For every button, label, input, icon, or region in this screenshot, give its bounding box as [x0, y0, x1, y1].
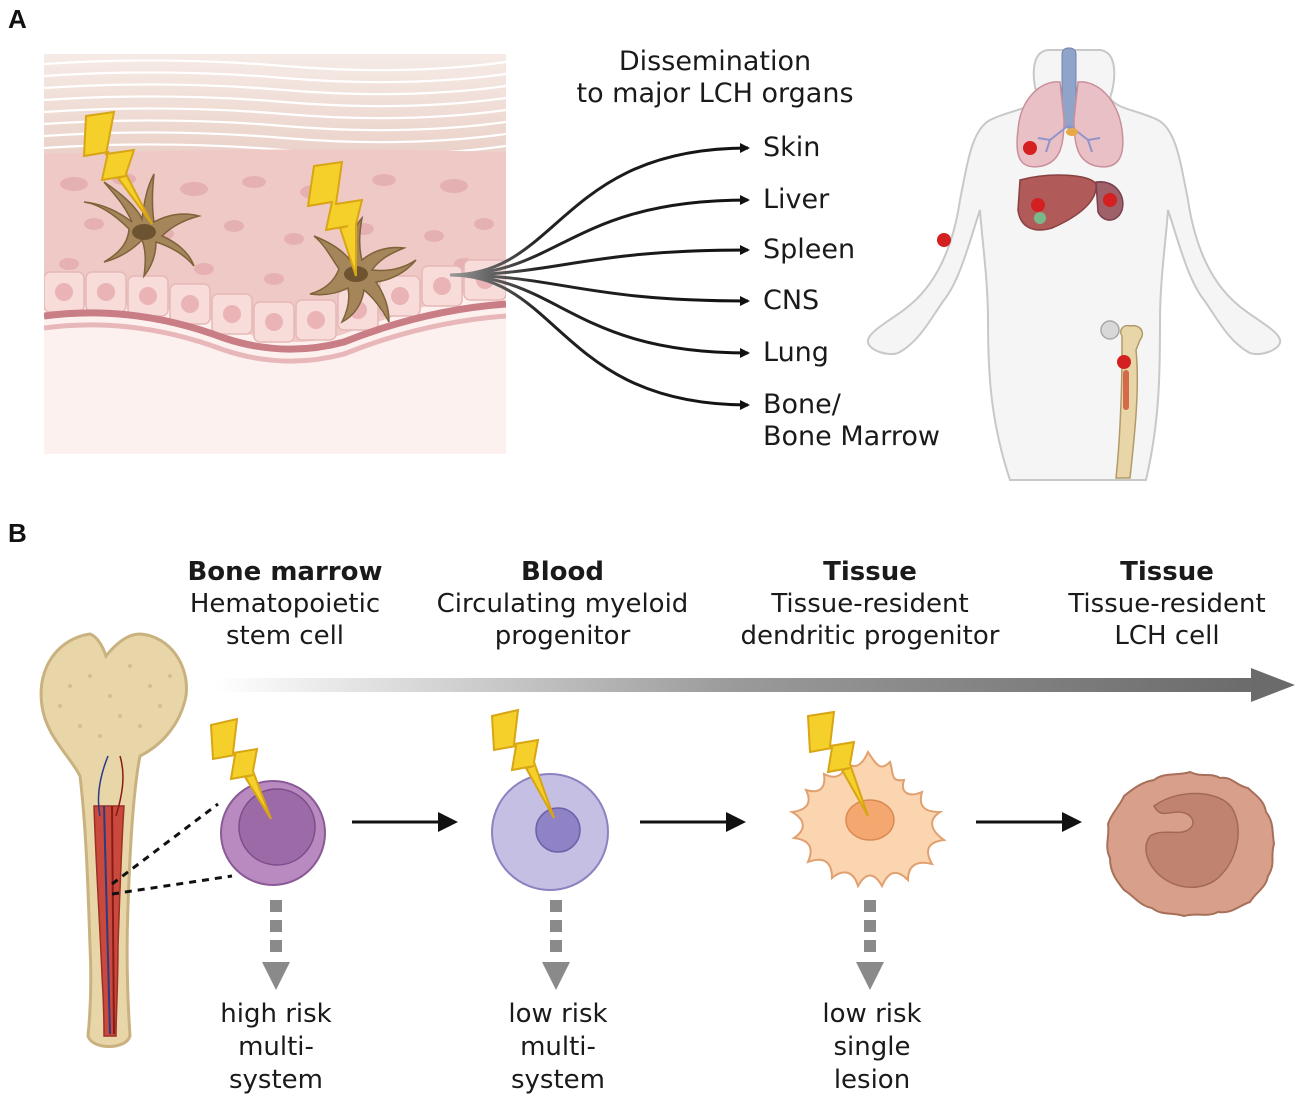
- step-arrow-3: [976, 812, 1082, 832]
- stage-bone-marrow: Bone marrow Hematopoietic stem cell: [170, 556, 400, 652]
- differentiation-arrow: [215, 668, 1295, 702]
- stage-3-line2: dendritic progenitor: [740, 621, 1000, 651]
- dissemination-arrows: [449, 143, 750, 410]
- femur-illustration: [39, 632, 188, 1048]
- organ-label-bone: Bone/: [763, 389, 841, 420]
- dissemination-heading-line2: to major LCH organs: [576, 78, 854, 109]
- stage-1-location: Bone marrow: [187, 557, 383, 587]
- outcome-1-line3: system: [229, 1065, 323, 1095]
- panel-a-letter: A: [8, 4, 27, 34]
- outcome-2-line2: multi-: [520, 1032, 596, 1062]
- outcome-1-line1: high risk: [220, 999, 332, 1029]
- stage-3-line1: Tissue-resident: [771, 589, 969, 619]
- circulating-myeloid-progenitor: [490, 708, 609, 891]
- organ-label-bone-marrow: Bone Marrow: [763, 421, 940, 452]
- outcome-high-risk-multisystem: high risk multi- system: [186, 998, 366, 1097]
- stage-4-location: Tissue: [1120, 557, 1214, 587]
- panel-b-letter: B: [8, 518, 27, 548]
- dissemination-heading: Dissemination to major LCH organs: [560, 46, 870, 110]
- zoom-lines: [111, 802, 233, 896]
- dissemination-heading-line1: Dissemination: [618, 46, 812, 77]
- stage-2-line1: Circulating myeloid: [436, 589, 689, 619]
- risk-arrow-2: [542, 900, 570, 990]
- stage-2-location: Blood: [520, 557, 605, 587]
- stage-blood: Blood Circulating myeloid progenitor: [420, 556, 705, 652]
- tissue-resident-dendritic-progenitor: [788, 710, 947, 889]
- organ-label-liver: Liver: [763, 184, 830, 215]
- outcome-3-line2: single: [833, 1032, 911, 1062]
- outcome-low-risk-single-lesion: low risk single lesion: [782, 998, 962, 1097]
- stage-tissue-progenitor: Tissue Tissue-resident dendritic progeni…: [720, 556, 1020, 652]
- risk-arrow-1: [262, 900, 290, 990]
- risk-arrow-3: [856, 900, 884, 990]
- organ-label-spleen: Spleen: [763, 234, 856, 265]
- hematopoietic-stem-cell: [209, 717, 326, 886]
- organ-label-cns: CNS: [763, 285, 820, 316]
- outcome-low-risk-multisystem: low risk multi- system: [468, 998, 648, 1097]
- stage-3-location: Tissue: [823, 557, 917, 587]
- outcome-1-line2: multi-: [238, 1032, 314, 1062]
- lch-cell: [1106, 770, 1276, 918]
- skin-section-illustration: [44, 54, 506, 454]
- organ-label-lung: Lung: [763, 337, 829, 368]
- step-arrow-2: [640, 812, 746, 832]
- step-arrow-1: [352, 812, 458, 832]
- stage-tissue-lch: Tissue Tissue-resident LCH cell: [1052, 556, 1282, 652]
- outcome-2-line3: system: [511, 1065, 605, 1095]
- outcome-3-line3: lesion: [833, 1065, 911, 1095]
- outcome-2-line1: low risk: [508, 999, 608, 1029]
- outcome-3-line1: low risk: [822, 999, 922, 1029]
- organ-label-skin: Skin: [763, 132, 821, 163]
- human-body-illustration: [867, 47, 1281, 481]
- stage-4-line2: LCH cell: [1114, 621, 1220, 651]
- stage-4-line1: Tissue-resident: [1068, 589, 1266, 619]
- stage-1-line2: stem cell: [225, 621, 345, 651]
- stage-2-line2: progenitor: [494, 621, 631, 651]
- stage-1-line1: Hematopoietic: [189, 589, 381, 619]
